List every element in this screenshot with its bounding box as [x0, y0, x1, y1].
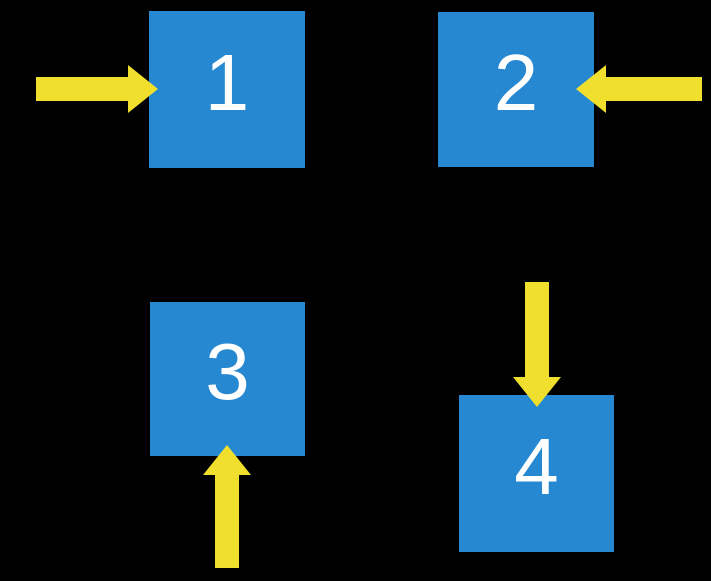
arrow-into-box-4 — [513, 282, 561, 407]
box-1: 1 — [149, 11, 305, 168]
box-3: 3 — [150, 302, 305, 456]
box-2-label: 2 — [493, 37, 539, 127]
box-2: 2 — [438, 12, 594, 167]
box-3-label: 3 — [205, 327, 250, 416]
arrow-into-box-1 — [36, 65, 158, 113]
box-4-label: 4 — [514, 421, 559, 511]
box-1-label: 1 — [204, 37, 250, 127]
arrow-into-box-3 — [203, 445, 251, 568]
box-4: 4 — [459, 395, 614, 552]
arrow-into-box-2 — [576, 65, 702, 113]
